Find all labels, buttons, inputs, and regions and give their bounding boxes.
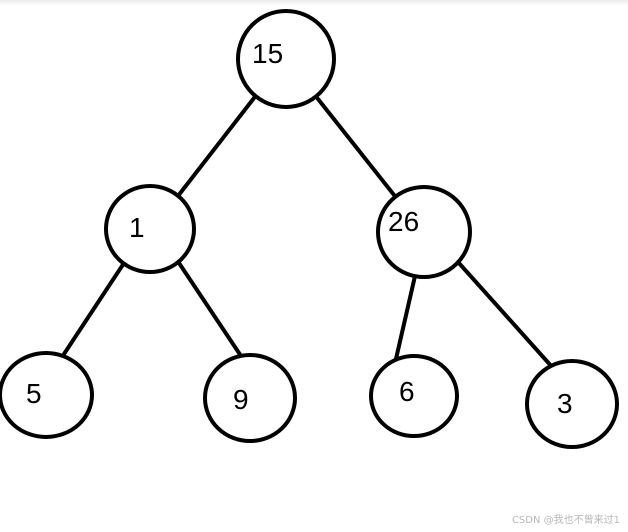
edge-n15-n26 — [316, 97, 400, 202]
edge-n1-n9 — [177, 261, 243, 358]
node-label: 15 — [252, 38, 283, 69]
node-circle — [0, 351, 94, 439]
node-label: 26 — [388, 206, 419, 237]
edge-n26-n3 — [456, 260, 555, 370]
node-circle — [376, 185, 472, 279]
top-edge-shadow — [0, 0, 628, 6]
node-circle — [236, 9, 336, 109]
node-circle — [369, 354, 459, 438]
watermark: CSDN @我也不曾来过1 — [511, 515, 620, 526]
node-circle — [104, 184, 196, 274]
node-circle — [203, 353, 297, 443]
tree-node-1: 1 — [104, 184, 196, 274]
node-label: 3 — [557, 388, 573, 419]
node-circle — [525, 359, 619, 449]
tree-node-6: 6 — [369, 354, 459, 438]
edge-n1-n5 — [62, 261, 126, 356]
node-label: 9 — [233, 384, 249, 415]
tree-node-9: 9 — [203, 353, 297, 443]
edge-n15-n1 — [176, 96, 256, 198]
node-label: 5 — [26, 378, 42, 409]
node-label: 1 — [129, 212, 145, 243]
tree-node-15: 15 — [236, 9, 336, 109]
tree-node-26: 26 — [376, 185, 472, 279]
tree-node-3: 3 — [525, 359, 619, 449]
tree-node-5: 5 — [0, 351, 94, 439]
edge-n26-n6 — [391, 274, 417, 374]
nodes-layer: 15 1 26 5 9 6 3 — [0, 9, 619, 449]
node-label: 6 — [399, 376, 415, 407]
edges-layer — [62, 96, 555, 374]
